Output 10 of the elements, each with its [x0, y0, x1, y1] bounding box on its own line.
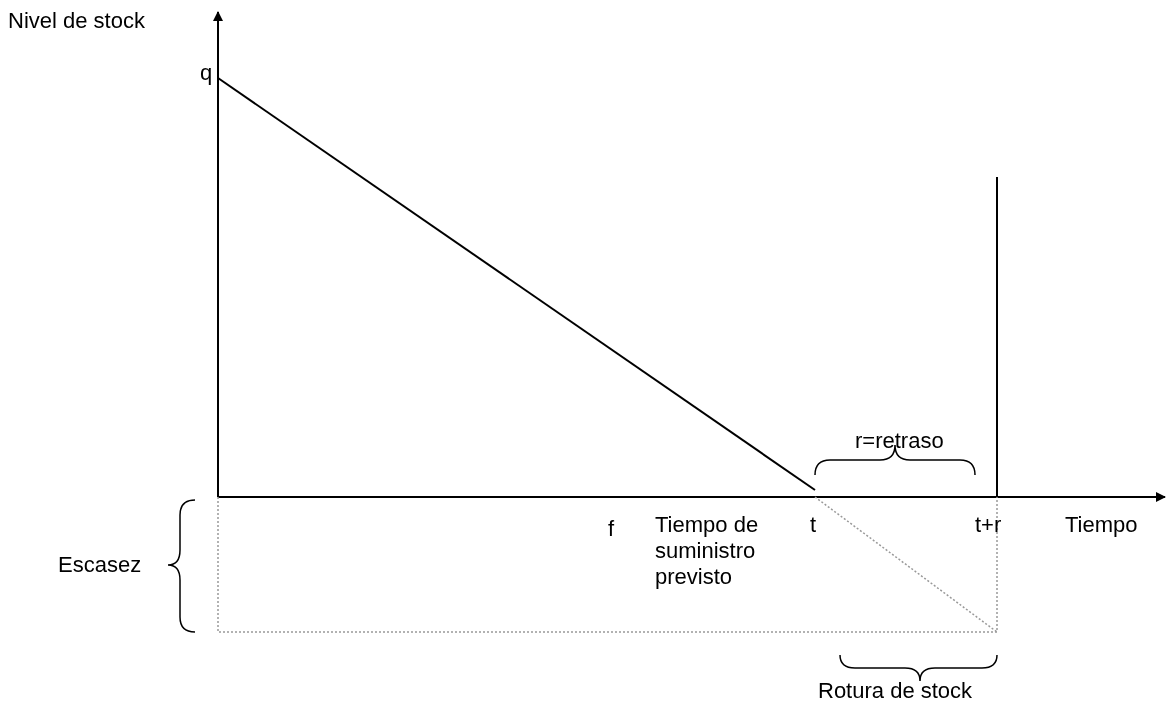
- shortage-label: Escasez: [58, 552, 142, 578]
- tick-label: t: [810, 512, 817, 538]
- tick-label: q: [200, 60, 213, 86]
- axis-title: Nivel de stock: [8, 8, 145, 34]
- tick-label: t+r: [975, 512, 1002, 538]
- delay-label: r=retraso: [855, 428, 944, 454]
- stockout-label: Rotura de stock: [818, 678, 973, 704]
- lead-time-label: Tiempo de suministro previsto: [655, 512, 760, 590]
- axis-title: Tiempo: [1065, 512, 1138, 538]
- tick-label: f: [608, 516, 615, 542]
